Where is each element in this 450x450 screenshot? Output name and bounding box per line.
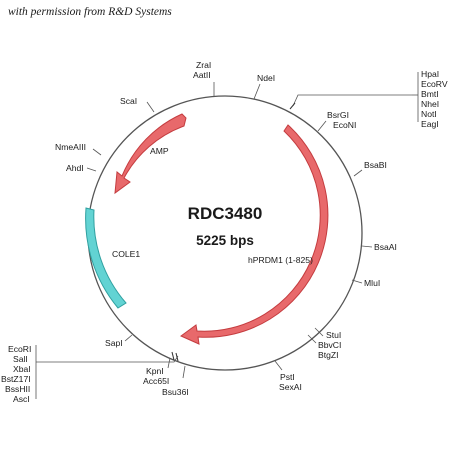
site-tick-bsaai [361,245,373,248]
site-tick-hpai-group [292,94,412,107]
site-label-bsabi: BsaBI [364,160,387,170]
site-label-sapi: SapI [105,338,123,348]
site-label-bsshii: BssHII [5,384,30,394]
site-label-bsu36i: Bsu36I [162,387,189,397]
site-label-bmti: BmtI [421,89,439,99]
site-label-econi: EcoNI [333,120,356,130]
site-tick-bsrgi [317,120,327,132]
site-label-sexai: SexAI [279,382,302,392]
site-label-btgzi: BtgZI [318,350,339,360]
site-tick-btgzi [307,334,317,344]
attribution-text: with permission from R&D Systems [8,6,172,18]
site-marker-hpai-group [289,102,296,110]
site-label-hpai: HpaI [421,69,439,79]
hprdm1-feature-arrow [180,124,329,345]
site-label-kpni: KpnI [146,366,164,376]
site-label-mlui: MluI [364,278,380,288]
site-tick-kpni [167,357,171,369]
site-tick-sapi [124,334,133,342]
site-marker-kpni-group [171,351,175,361]
amp-feature-arrow [114,113,187,195]
site-label-ecori: EcoRI [8,344,31,354]
site-label-bsaai: BsaAI [374,242,397,252]
site-tick-scai [146,101,155,113]
site-tick-bsu36i [182,365,186,379]
site-label-xbai: XbaI [13,364,31,374]
cole1-feature [85,207,127,309]
site-label-ecorv: EcoRV [421,79,448,89]
site-label-bbvci: BbvCI [318,340,341,350]
hprdm1-label: hPRDM1 (1-825) [248,255,313,265]
site-tick-mlui [351,279,363,284]
site-label-acc65i: Acc65I [143,376,169,386]
site-marker-ecori-group [175,352,179,362]
site-tick-ecori-group [36,355,179,363]
site-tick-stui [314,327,324,337]
site-label-eagi: EagI [421,119,439,129]
plasmid-name: RDC3480 [188,204,263,223]
site-tick-nmeaiii [92,148,102,156]
site-label-noti: NotI [421,109,437,119]
site-label-ahdi: AhdI [66,163,84,173]
site-tick-psti [274,360,283,371]
site-label-aatii: AatII [193,70,211,80]
site-label-bsrgi: BsrGI [327,110,349,120]
site-label-zrai: ZraI [196,60,211,70]
site-tick-ndei [253,83,261,100]
site-tick-bsabi [353,169,363,177]
site-label-nmeaiii: NmeAIII [55,142,86,152]
plasmid-size: 5225 bps [196,233,254,248]
site-label-bstz17i: BstZ17I [1,374,31,384]
site-label-asci: AscI [13,394,30,404]
cole1-label: COLE1 [112,249,140,259]
site-label-sali: SalI [13,354,28,364]
site-label-scai: ScaI [120,96,137,106]
site-label-nhei: NheI [421,99,439,109]
site-label-stui: StuI [326,330,341,340]
site-label-ndei: NdeI [257,73,275,83]
site-label-psti: PstI [280,372,295,382]
amp-label: AMP [150,146,169,156]
site-tick-ahdi [86,167,97,172]
